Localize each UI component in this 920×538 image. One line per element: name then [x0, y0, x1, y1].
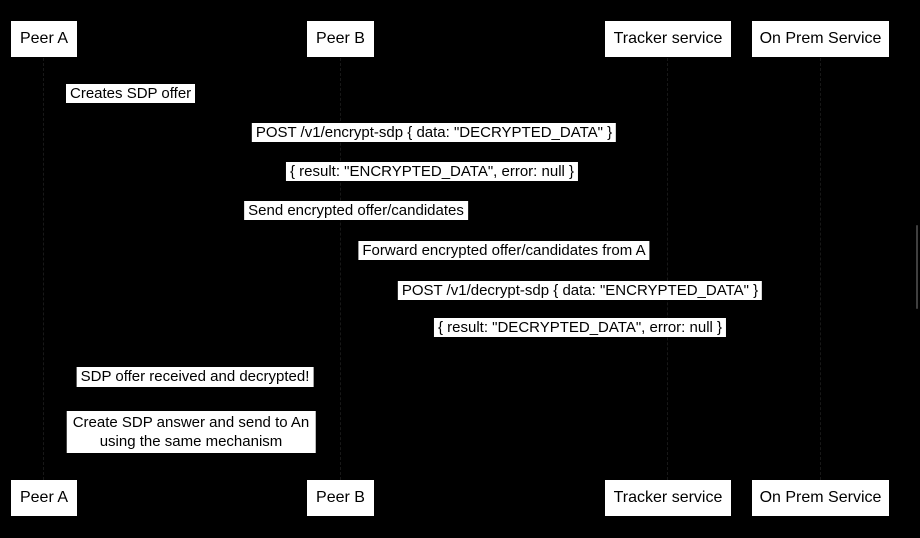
message-text-line-1: Create SDP answer and send to An	[72, 414, 310, 431]
message-send-encrypted-offer: Send encrypted offer/candidates	[244, 201, 468, 220]
actor-label-peer-b: Peer B	[316, 489, 365, 506]
message-post-encrypt-sdp: POST /v1/encrypt-sdp { data: "DECRYPTED_…	[251, 123, 617, 142]
actor-box-tracker-service-top: Tracker service	[605, 21, 731, 57]
actor-box-peer-b-top: Peer B	[307, 21, 374, 57]
lifeline-tracker-service	[667, 58, 668, 480]
actor-box-peer-a-bottom: Peer A	[11, 480, 77, 516]
message-text: { result: "ENCRYPTED_DATA", error: null …	[289, 163, 575, 180]
message-creates-sdp-offer: Creates SDP offer	[66, 84, 196, 103]
actor-box-on-prem-service-top: On Prem Service	[752, 21, 889, 57]
message-text: Send encrypted offer/candidates	[248, 202, 464, 219]
message-result-decrypted-data: { result: "DECRYPTED_DATA", error: null …	[433, 318, 727, 337]
message-text: SDP offer received and decrypted!	[80, 368, 310, 385]
message-result-encrypted-data: { result: "ENCRYPTED_DATA", error: null …	[285, 162, 579, 181]
scrollbar-thumb[interactable]	[916, 225, 918, 309]
actor-label-peer-b: Peer B	[316, 30, 365, 47]
message-create-sdp-answer: Create SDP answer and send to An using t…	[66, 411, 316, 453]
actor-label-peer-a: Peer A	[19, 30, 69, 47]
message-forward-encrypted-offer: Forward encrypted offer/candidates from …	[358, 241, 650, 260]
actor-label-on-prem-service: On Prem Service	[759, 489, 882, 506]
message-sdp-offer-received: SDP offer received and decrypted!	[76, 367, 314, 387]
actor-label-on-prem-service: On Prem Service	[759, 30, 882, 47]
actor-label-tracker-service: Tracker service	[613, 489, 723, 506]
actor-label-tracker-service: Tracker service	[613, 30, 723, 47]
lifeline-peer-a	[43, 58, 44, 480]
message-text: POST /v1/encrypt-sdp { data: "DECRYPTED_…	[255, 124, 613, 141]
actor-label-peer-a: Peer A	[19, 489, 69, 506]
lifeline-on-prem-service	[820, 58, 821, 480]
lifeline-peer-b	[340, 58, 341, 480]
actor-box-on-prem-service-bottom: On Prem Service	[752, 480, 889, 516]
actor-box-peer-a-top: Peer A	[11, 21, 77, 57]
message-text: Creates SDP offer	[70, 85, 192, 102]
message-text: POST /v1/decrypt-sdp { data: "ENCRYPTED_…	[401, 282, 759, 299]
message-text: Forward encrypted offer/candidates from …	[362, 242, 646, 259]
message-text-line-2: using the same mechanism	[99, 433, 283, 450]
message-post-decrypt-sdp: POST /v1/decrypt-sdp { data: "ENCRYPTED_…	[397, 281, 763, 300]
actor-box-tracker-service-bottom: Tracker service	[605, 480, 731, 516]
message-text: { result: "DECRYPTED_DATA", error: null …	[437, 319, 723, 336]
actor-box-peer-b-bottom: Peer B	[307, 480, 374, 516]
